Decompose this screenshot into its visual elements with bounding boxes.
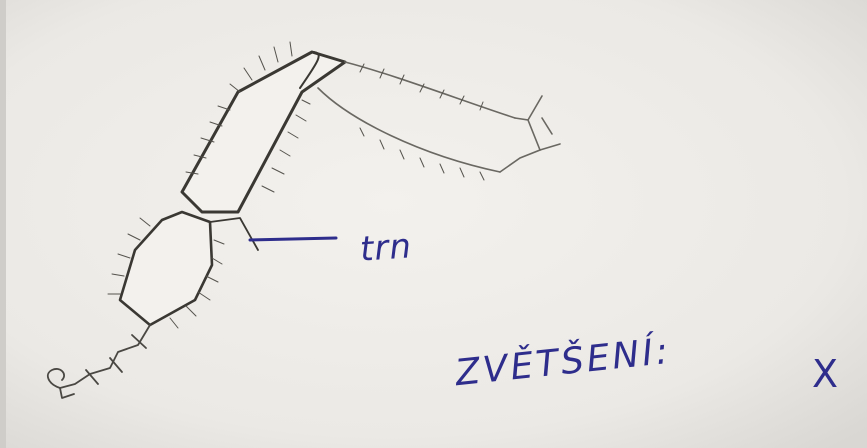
paper-left-edge — [0, 0, 6, 448]
spine-pointer-line — [250, 238, 336, 240]
magnification-value: X — [812, 352, 839, 396]
spine-label: trn — [359, 226, 414, 270]
